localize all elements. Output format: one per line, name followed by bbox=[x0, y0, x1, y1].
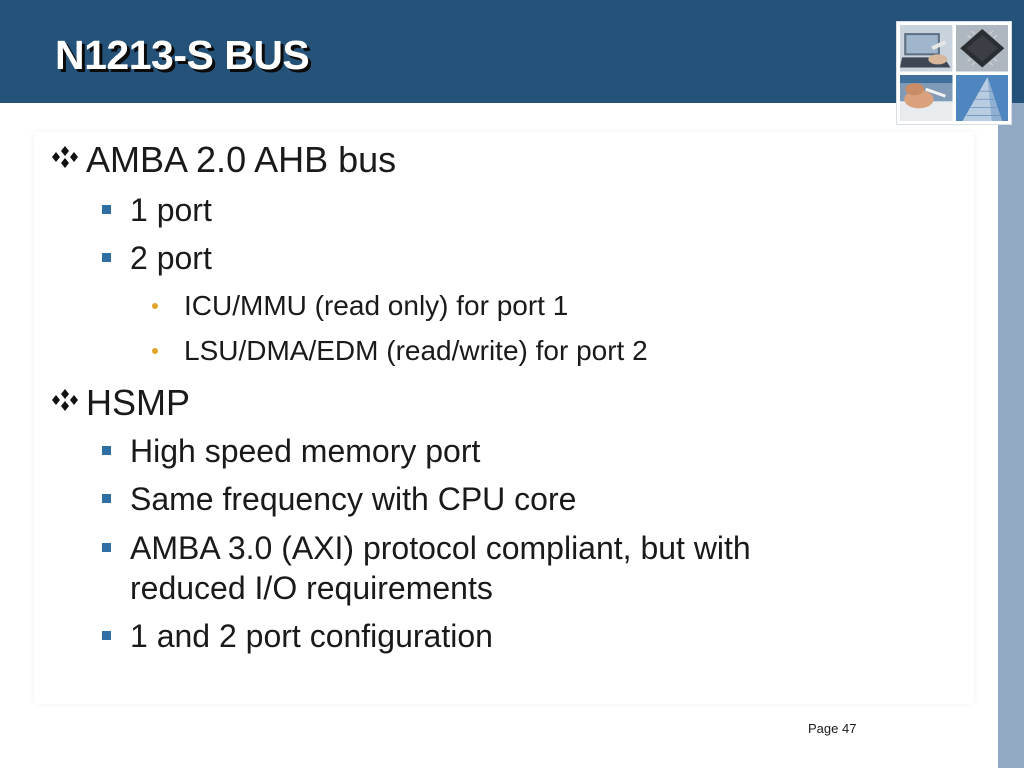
dot-bullet-icon bbox=[152, 303, 158, 309]
bullet-amba-ahb: AMBA 2.0 AHB bus bbox=[86, 139, 397, 180]
bullet-amba-axi-line1: AMBA 3.0 (AXI) protocol compliant, but w… bbox=[130, 530, 751, 566]
bullet-hsmp: HSMP bbox=[86, 382, 191, 423]
bullet-icu-mmu: ICU/MMU (read only) for port 1 bbox=[184, 290, 569, 321]
square-bullet-icon bbox=[102, 543, 111, 552]
square-bullet-icon bbox=[102, 631, 111, 640]
bullet-amba-axi-line2: reduced I/O requirements bbox=[130, 570, 493, 606]
page-number: Page 47 bbox=[808, 721, 857, 736]
diamond-cluster-icon bbox=[52, 146, 78, 168]
microchip-photo bbox=[955, 25, 1008, 72]
bullet-port-configuration: 1 and 2 port configuration bbox=[130, 618, 493, 654]
bullet-lsu-dma-edm: LSU/DMA/EDM (read/write) for port 2 bbox=[184, 335, 648, 366]
bullet-high-speed-memory: High speed memory port bbox=[130, 433, 481, 469]
skyscraper-photo bbox=[955, 74, 1008, 121]
slide-title: N1213-S BUS bbox=[55, 32, 310, 78]
content-panel bbox=[34, 132, 974, 704]
square-bullet-icon bbox=[102, 494, 111, 503]
square-bullet-icon bbox=[102, 446, 111, 455]
bullet-2-port: 2 port bbox=[130, 240, 212, 276]
bullet-same-frequency: Same frequency with CPU core bbox=[130, 481, 577, 517]
laptop-hands-photo bbox=[900, 25, 953, 72]
header-band bbox=[0, 0, 1024, 103]
diamond-cluster-icon bbox=[52, 389, 78, 411]
square-bullet-icon bbox=[102, 253, 111, 262]
bullet-1-port: 1 port bbox=[130, 192, 212, 228]
square-bullet-icon bbox=[102, 205, 111, 214]
dot-bullet-icon bbox=[152, 348, 158, 354]
header-image-collage bbox=[896, 21, 1012, 125]
hand-writing-photo bbox=[900, 74, 953, 121]
right-accent-strip bbox=[998, 103, 1024, 768]
